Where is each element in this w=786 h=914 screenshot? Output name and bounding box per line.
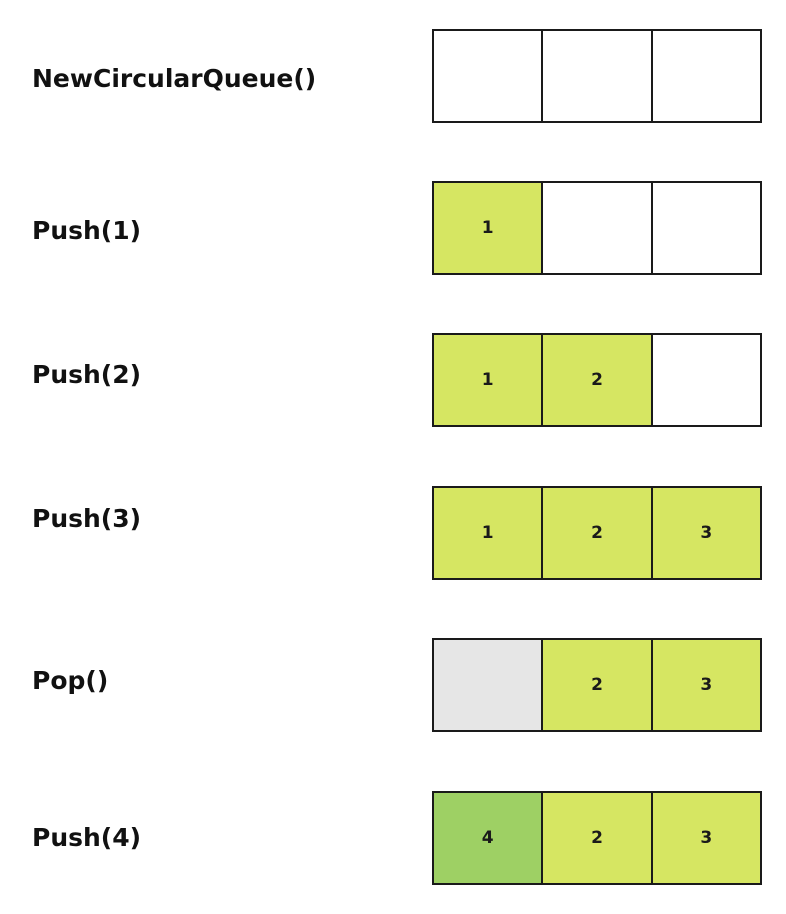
queue-row: 1 [432,181,762,275]
operation-label: Pop() [32,666,109,695]
queue-cell [434,31,542,121]
queue-cell [541,183,651,273]
operation-label: NewCircularQueue() [32,64,317,93]
queue-cell [434,640,542,730]
queue-row: 2 3 [432,638,762,732]
queue-cell [650,31,760,121]
operation-label: Push(1) [32,216,142,245]
queue-cell: 3 [650,488,760,578]
queue-cell: 1 [434,335,542,425]
operation-label: Push(4) [32,823,142,852]
queue-cell: 2 [541,488,651,578]
queue-row: 1 2 3 [432,486,762,580]
queue-cell: 3 [650,640,760,730]
queue-cell: 2 [541,793,651,883]
queue-cell [541,31,651,121]
operation-label: Push(2) [32,360,142,389]
queue-cell: 2 [541,640,651,730]
queue-cell: 2 [541,335,651,425]
queue-row: 1 2 [432,333,762,427]
queue-cell: 3 [650,793,760,883]
queue-cell: 1 [434,488,542,578]
operation-label: Push(3) [32,504,142,533]
queue-cell [650,183,760,273]
queue-cell: 1 [434,183,542,273]
queue-row: 4 2 3 [432,791,762,885]
queue-row [432,29,762,123]
queue-cell [650,335,760,425]
queue-cell: 4 [434,793,542,883]
